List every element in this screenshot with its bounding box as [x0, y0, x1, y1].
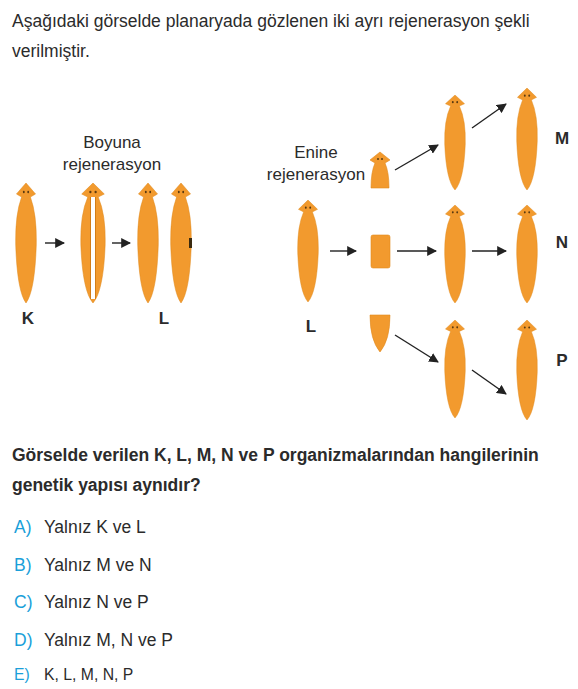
intro-text: Aşağıdaki görselde planaryada gözlenen i…: [12, 6, 568, 66]
arrow: [330, 250, 356, 251]
organism-letter: P: [550, 350, 574, 372]
planarian: [171, 183, 192, 303]
organism-letter: L: [152, 308, 176, 330]
planarian-p: [517, 320, 538, 420]
option-text: Yalnız N ve P: [44, 591, 444, 614]
planarian-k: [16, 183, 37, 303]
pharynx-mark: [189, 238, 192, 248]
planarian-l: [298, 200, 319, 302]
planarian-l: [138, 183, 159, 303]
arrow: [472, 250, 506, 251]
option-letter: A): [14, 516, 44, 539]
planarian: [445, 95, 466, 190]
middle-fragment: [371, 235, 390, 268]
option-text: Yalnız K ve L: [44, 516, 444, 539]
organism-letter: M: [550, 128, 574, 150]
question-text: Görselde verilen K, L, M, N ve P organiz…: [12, 440, 568, 500]
arrow: [472, 104, 506, 128]
arrow: [472, 370, 506, 394]
organism-letter: K: [16, 308, 40, 330]
arrow: [395, 335, 438, 362]
organism-letter: N: [550, 232, 574, 254]
tail-fragment: [370, 315, 390, 352]
split-planarian: [81, 183, 105, 303]
head-fragment: [370, 152, 390, 188]
option-letter: E): [14, 665, 44, 685]
planarian: [445, 320, 466, 418]
arrow: [45, 242, 64, 243]
figure-heading: Enine rejenerasyon: [258, 142, 374, 186]
planarian: [445, 205, 466, 303]
option-text: K, L, M, N, P: [44, 665, 444, 685]
option-text: Yalnız M ve N: [44, 554, 444, 577]
option-letter: C): [14, 591, 44, 614]
planarian-m: [517, 88, 538, 190]
planarian-n: [517, 205, 538, 303]
option-text: Yalnız M, N ve P: [44, 629, 444, 652]
arrow: [397, 250, 436, 251]
figure-heading: Boyuna rejenerasyon: [54, 132, 170, 176]
organism-letter: L: [299, 316, 323, 338]
arrow: [395, 145, 438, 170]
option-letter: B): [14, 554, 44, 577]
option-letter: D): [14, 629, 44, 652]
arrow: [112, 242, 130, 243]
